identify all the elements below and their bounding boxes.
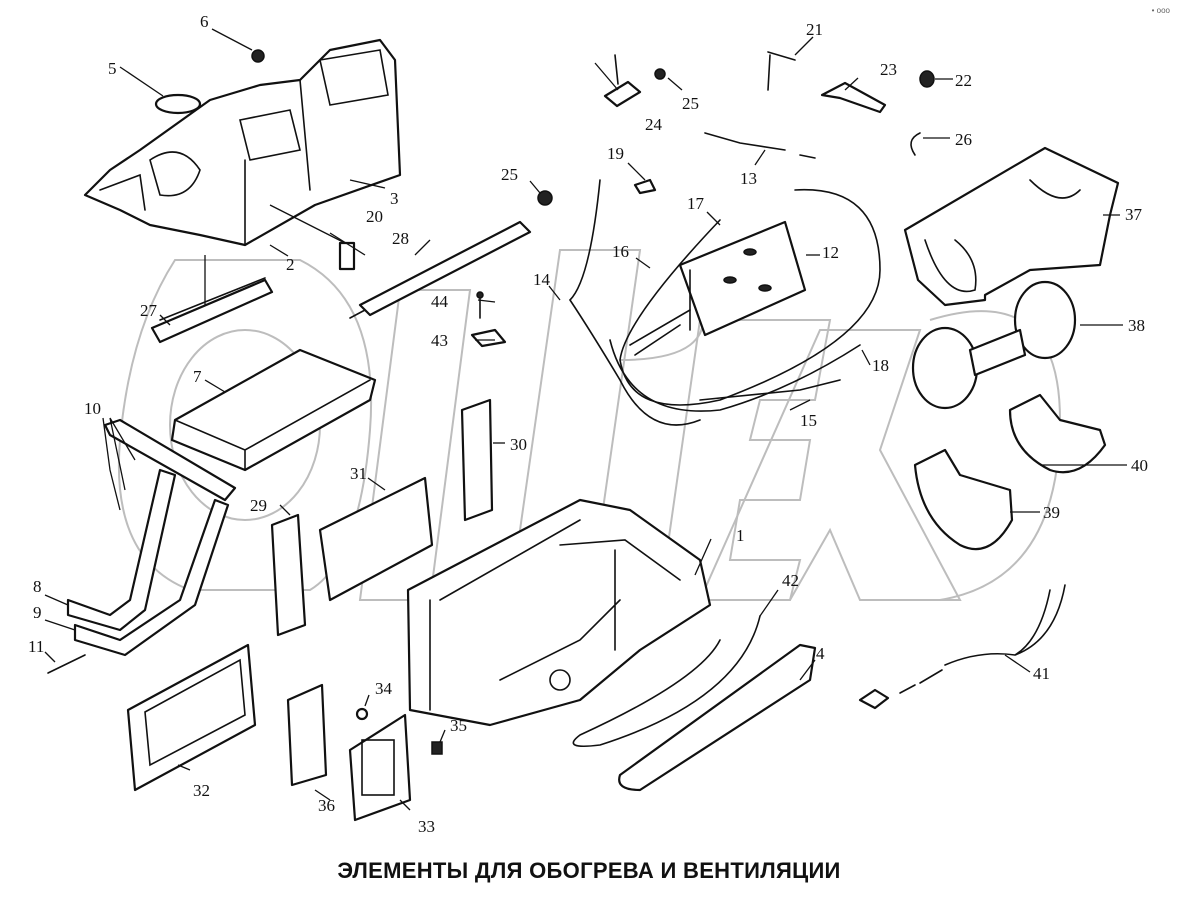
part-31-door	[318, 476, 434, 602]
part-28-strip	[349, 220, 532, 319]
callout-12: 12	[822, 243, 839, 262]
leader-lines	[44, 28, 1127, 811]
cable-loops	[568, 179, 881, 426]
callout-7: 7	[193, 367, 202, 386]
callout-32: 32	[193, 781, 210, 800]
part-26-clip	[910, 132, 921, 156]
callout-36: 36	[318, 796, 335, 815]
part-42-cable	[572, 615, 761, 748]
part-35-clip	[431, 741, 443, 755]
callout-26: 26	[955, 130, 972, 149]
callout-16: 16	[612, 242, 629, 261]
callout-40: 40	[1131, 456, 1148, 475]
part-43-clip	[470, 328, 507, 348]
callout-5: 5	[108, 59, 117, 78]
part-2-3-air-distributor-housing	[83, 38, 402, 247]
callout-44: 44	[431, 292, 448, 311]
callout-10: 10	[84, 399, 101, 418]
part-7-heater-core	[170, 348, 377, 472]
callout-37: 37	[1125, 205, 1142, 224]
part-33-frame	[348, 713, 412, 822]
part-1-heater-housing	[406, 498, 712, 727]
callout-2: 2	[286, 255, 295, 274]
part-19-clip	[633, 178, 657, 195]
part-4-lower-trim	[618, 643, 817, 792]
callout-25-top: 25	[682, 94, 699, 113]
part-27-strip	[150, 277, 274, 344]
callout-1: 1	[736, 526, 745, 545]
callout-35: 35	[450, 716, 467, 735]
part-12-control-panel	[678, 220, 807, 337]
callout-28: 28	[392, 229, 409, 248]
callout-17: 17	[687, 194, 704, 213]
part-25-nut-mid	[537, 190, 553, 206]
callout-6: 6	[200, 12, 209, 31]
part-30-flap	[460, 398, 494, 522]
callout-33: 33	[418, 817, 435, 836]
callout-3: 3	[390, 189, 399, 208]
part-41-sensor-harness	[858, 584, 1066, 710]
callout-11: 11	[28, 637, 45, 656]
part-6-nut	[251, 49, 265, 63]
diagram-title: ЭЛЕМЕНТЫ ДЛЯ ОБОГРЕВА И ВЕНТИЛЯЦИИ	[337, 858, 841, 883]
part-5-gasket	[154, 93, 202, 115]
callout-23: 23	[880, 60, 897, 79]
part-37-blower-housing	[903, 146, 1120, 307]
callout-31: 31	[350, 464, 367, 483]
part-29-flap	[270, 513, 307, 637]
part-39-cover	[913, 448, 1014, 551]
callout-38: 38	[1128, 316, 1145, 335]
callout-19: 19	[607, 144, 624, 163]
callout-30: 30	[510, 435, 527, 454]
callout-42: 42	[782, 571, 799, 590]
callout-27: 27	[140, 301, 157, 320]
part-13-wire	[704, 132, 816, 159]
part-44-screw	[476, 291, 484, 319]
callout-24: 24	[645, 115, 662, 134]
part-36-plate	[286, 683, 328, 787]
callout-22: 22	[955, 71, 972, 90]
part-21-lever	[767, 51, 796, 91]
part-38-blower-motor	[911, 280, 1077, 410]
corner-mark: • ooo	[1151, 6, 1170, 15]
callout-34: 34	[375, 679, 392, 698]
part-22-nut	[919, 70, 935, 88]
callout-20: 20	[366, 207, 383, 226]
callout-9: 9	[33, 603, 42, 622]
callout-43: 43	[431, 331, 448, 350]
part-25-nut-top	[654, 68, 666, 80]
part-8-9-pipes	[66, 468, 230, 657]
callout-8: 8	[33, 577, 42, 596]
callout-18: 18	[872, 356, 889, 375]
part-34-plug	[355, 707, 369, 721]
callout-39: 39	[1043, 503, 1060, 522]
callout-29: 29	[250, 496, 267, 515]
part-10-gasket-plate	[103, 418, 237, 502]
part-11-bolt	[47, 654, 86, 674]
callout-25-mid: 25	[501, 165, 518, 184]
part-24-lever	[603, 54, 642, 108]
callout-14: 14	[533, 270, 550, 289]
callout-21: 21	[806, 20, 823, 39]
part-40-cover	[1008, 393, 1107, 474]
callout-4: 4	[816, 644, 825, 663]
part-23-lever	[820, 81, 887, 114]
callout-41: 41	[1033, 664, 1050, 683]
callout-15: 15	[800, 411, 817, 430]
part-32-frame	[126, 643, 257, 792]
callout-13: 13	[740, 169, 757, 188]
